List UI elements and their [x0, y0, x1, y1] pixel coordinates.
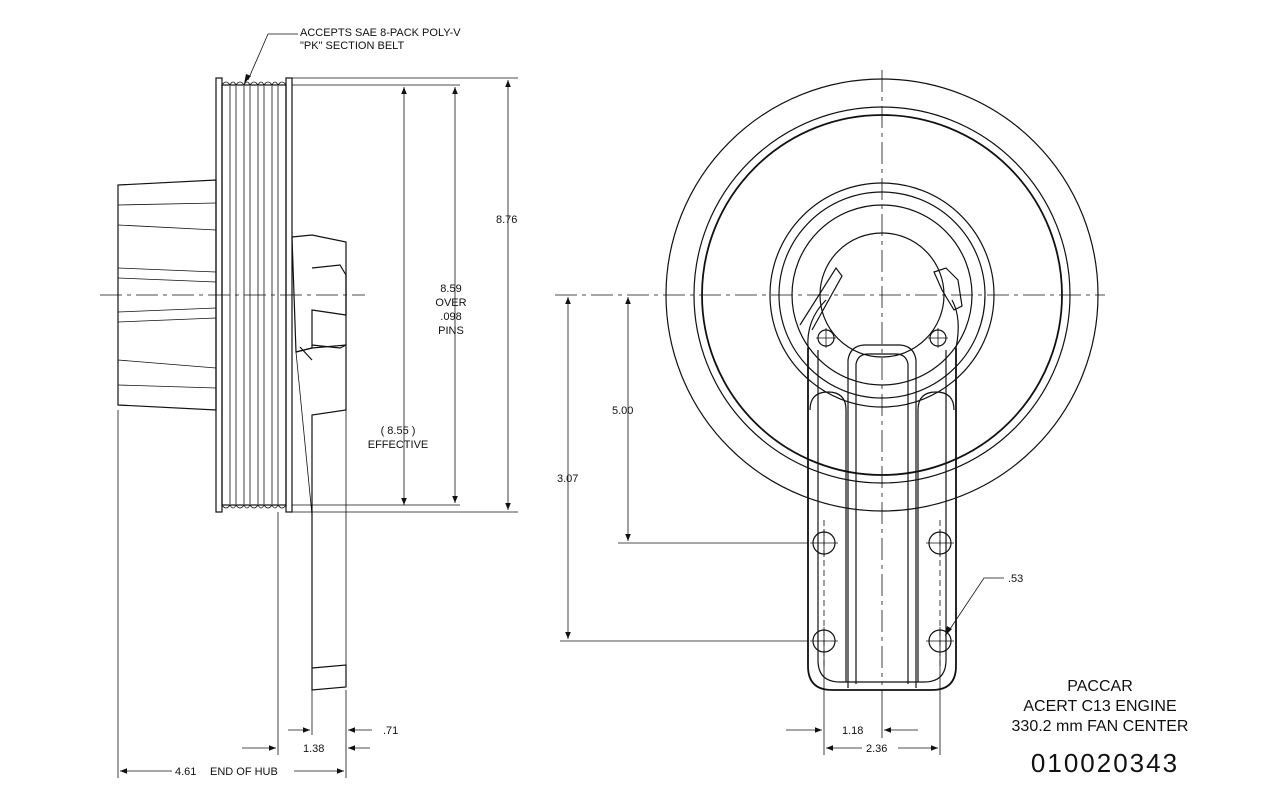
title-block: PACCAR ACERT C13 ENGINE 330.2 mm FAN CEN…: [1012, 678, 1189, 778]
part-number: 010020343: [1031, 748, 1179, 778]
pulley-inner-circle: [701, 114, 1063, 476]
dim-over-pins-value: 8.59: [440, 283, 461, 295]
bracket-center-rib-inner: [855, 353, 909, 684]
bracket-center-rib: [847, 344, 917, 688]
title-line1: PACCAR: [1067, 678, 1133, 695]
clamp-jaw-right: [933, 267, 963, 311]
pulley-grooves: [221, 81, 287, 509]
dim-effective-label: EFFECTIVE: [368, 439, 429, 451]
bracket-side: [291, 234, 347, 691]
pulley-flange-right: [285, 77, 293, 513]
belt-note-line2: "PK" SECTION BELT: [300, 40, 404, 52]
dim-hub-value: 4.61: [175, 766, 196, 778]
dim-overall-text: 8.76: [496, 214, 517, 226]
mounting-hole-upper-left: [810, 529, 838, 557]
dim-over-pins-line3: PINS: [438, 325, 464, 337]
hole-dia-leader: [947, 577, 1004, 633]
mounting-hole-lower-right: [926, 627, 954, 655]
belt-note-leader: [247, 33, 298, 81]
hole-dia-arrow: [945, 626, 952, 636]
mounting-hole-lower-left: [810, 627, 838, 655]
hub-bore-circle: [819, 232, 945, 358]
dim-effective-value: ( 8.55 ): [381, 425, 416, 437]
dim-upper-holes-text: 5.00: [612, 405, 633, 417]
mounting-hole-upper-right: [926, 529, 954, 557]
dim-hub-label: END OF HUB: [210, 766, 278, 778]
hub-ring-circle: [778, 191, 986, 399]
dim-over-pins-line1: OVER: [435, 297, 466, 309]
bracket-left-slot: [809, 391, 847, 682]
bracket-inner-outline: [817, 350, 947, 683]
belt-note-line1: ACCEPTS SAE 8-PACK POLY-V: [300, 27, 461, 39]
title-line2: ACERT C13 ENGINE: [1023, 698, 1176, 715]
hub-inner-circle: [791, 204, 973, 386]
dim-lower-holes-text: 3.07: [557, 473, 578, 485]
clamp-arm-left: [807, 299, 827, 349]
clamp-arm-right: [951, 299, 959, 349]
dim-hole-spacing-text: 2.36: [866, 743, 887, 755]
belt-note-arrow: [244, 74, 251, 84]
front-view: 3.07 5.00 .53 1.18 2.36: [555, 70, 1105, 755]
side-view: 8.76 8.59 OVER .098 PINS ( 8.55 ) EFFECT…: [100, 27, 518, 778]
dim-hole-dia-text: .53: [1008, 573, 1023, 585]
bracket-right-slot: [917, 391, 955, 682]
title-line3: 330.2 mm FAN CENTER: [1012, 718, 1189, 735]
pulley-groove-circle: [693, 106, 1071, 484]
dim-bracket-thickness-text: .71: [383, 725, 398, 737]
pulley-outer-circle: [665, 78, 1099, 512]
clamp-jaw-left: [799, 266, 843, 331]
dim-half-spacing-text: 1.18: [842, 725, 863, 737]
dim-over-pins-line2: .098: [440, 311, 461, 323]
dim-bracket-width-text: 1.38: [303, 743, 324, 755]
hub-outer-circle: [769, 182, 995, 408]
